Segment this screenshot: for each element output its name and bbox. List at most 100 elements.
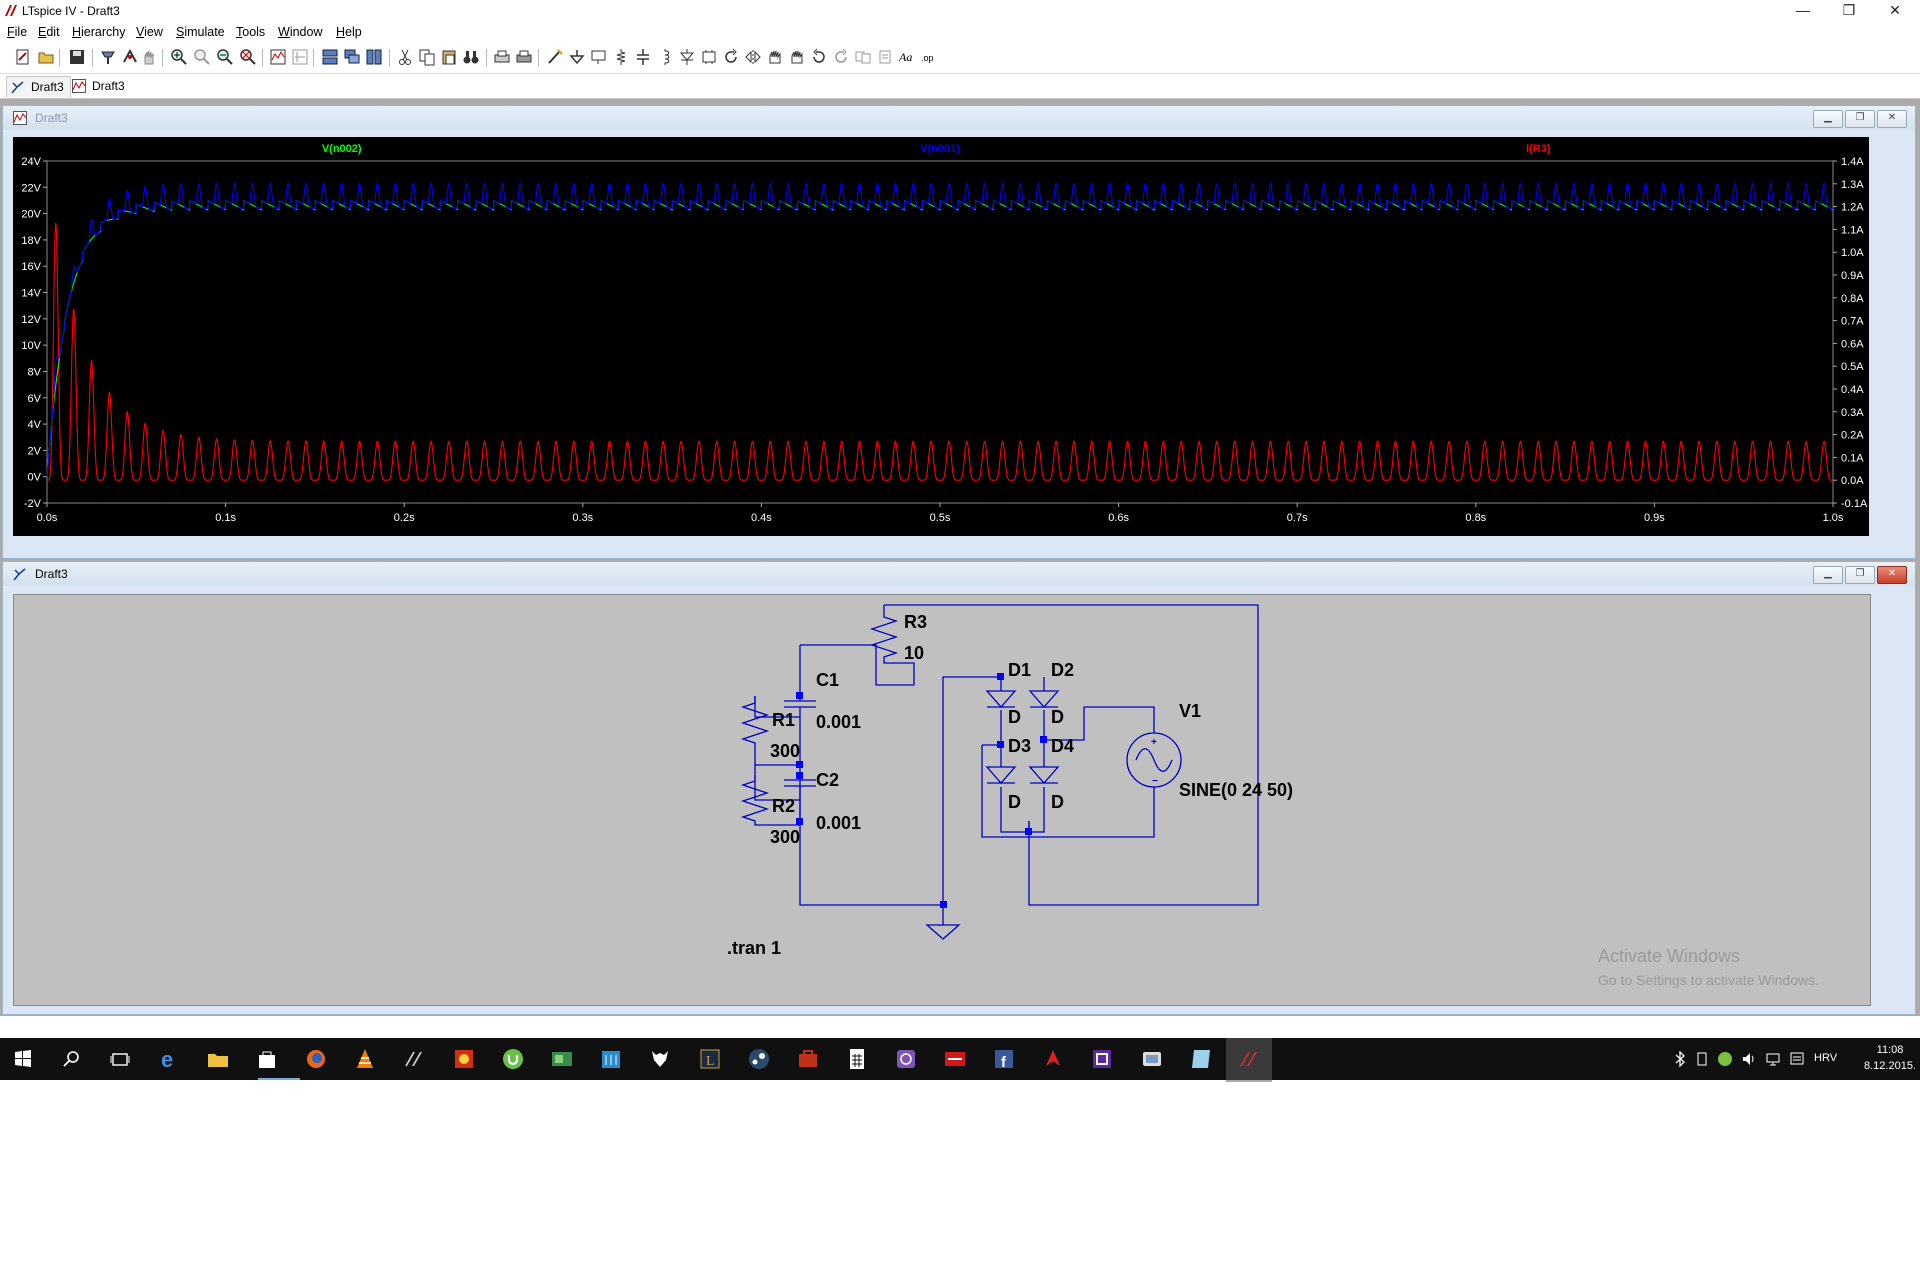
firefox-icon[interactable] [303,1046,329,1072]
paste-icon[interactable] [440,48,458,66]
copy-icon[interactable] [418,48,436,66]
waveform-window-titlebar[interactable]: Draft3 ▁ ❐ ✕ [3,106,1915,130]
tablet-app-icon[interactable] [1139,1046,1165,1072]
store-icon[interactable] [254,1046,280,1072]
clock-date[interactable]: 8.12.2015. [1864,1060,1916,1072]
wolf-app-icon[interactable] [647,1046,673,1072]
windows-start-icon[interactable] [10,1046,36,1072]
network-icon[interactable] [1765,1051,1781,1067]
move-hand-icon[interactable] [788,48,806,66]
r1-resistor[interactable] [740,696,800,766]
calculator-icon[interactable] [844,1046,870,1072]
halt-hand-icon[interactable] [140,48,158,66]
close-button[interactable]: ✕ [1889,2,1901,18]
menu-tools[interactable]: Tools [236,25,265,39]
tran-directive[interactable]: .tran 1 [727,938,781,958]
league-icon[interactable]: L [697,1046,723,1072]
cascade-icon[interactable] [343,48,361,66]
inductor-icon[interactable] [656,48,674,66]
zoom-in-icon[interactable] [170,48,188,66]
red-app-icon[interactable] [942,1046,968,1072]
cut-icon[interactable] [396,48,414,66]
tile-horizontal-icon[interactable] [321,48,339,66]
autorange-icon[interactable] [269,48,287,66]
control-panel-icon[interactable] [99,48,117,66]
child-close-button[interactable]: ✕ [1877,110,1907,128]
facebook-icon[interactable]: f [991,1046,1017,1072]
calendar-app-icon[interactable] [598,1046,624,1072]
draw-wire-icon[interactable] [546,48,564,66]
new-schematic-icon[interactable] [14,48,32,66]
bluetooth-icon[interactable] [1673,1051,1687,1067]
vlc-icon[interactable] [352,1046,378,1072]
purple-app-icon[interactable] [1089,1046,1115,1072]
task-view-icon[interactable] [107,1046,133,1072]
print-icon[interactable] [515,48,533,66]
label-net-icon[interactable] [590,48,608,66]
spice-directive-icon[interactable]: .op [920,48,938,66]
child-minimize-button[interactable]: ▁ [1813,110,1843,128]
viber-icon[interactable] [893,1046,919,1072]
maximize-button[interactable]: ❐ [1842,2,1856,18]
tile-vertical-icon[interactable] [365,48,383,66]
d4-diode[interactable] [1028,766,1060,784]
menu-help[interactable]: Help [336,25,362,39]
clock-time[interactable]: 11:08 [1876,1044,1904,1056]
run-icon[interactable] [121,48,139,66]
d3-diode[interactable] [985,766,1017,784]
diode-icon[interactable] [678,48,696,66]
schematic-canvas[interactable]: + − R3 10 R1 300 C1 [13,594,1871,1006]
schematic-window-titlebar[interactable]: Draft3 ▁ ❐ ✕ [3,562,1915,586]
edge-browser-icon[interactable]: e [157,1046,183,1072]
text-icon[interactable]: Aa [898,48,916,66]
notes-app-icon[interactable] [1188,1046,1214,1072]
app-red-icon[interactable] [451,1046,477,1072]
usb-device-icon[interactable] [1695,1051,1709,1067]
mirror-icon[interactable] [744,48,762,66]
menu-simulate[interactable]: Simulate [176,25,225,39]
copy-paste-icon[interactable] [876,48,894,66]
cursor-icon[interactable] [291,48,309,66]
file-explorer-icon[interactable] [205,1046,231,1072]
find-binoculars-icon[interactable] [462,48,480,66]
v1-voltage-source[interactable]: + − [1126,725,1182,795]
zoom-out-icon[interactable] [216,48,234,66]
d2-diode[interactable] [1028,690,1060,708]
child-close-button[interactable]: ✕ [1877,566,1907,584]
child-restore-button[interactable]: ❐ [1845,110,1875,128]
tab-schematic-draft3[interactable]: Draft3 [6,76,71,97]
action-center-icon[interactable] [1789,1051,1805,1067]
save-icon[interactable] [68,48,86,66]
component-icon[interactable] [700,48,718,66]
drag-hand-icon[interactable] [766,48,784,66]
r2-resistor[interactable] [740,765,800,826]
schematic-drawing[interactable]: + − R3 10 R1 300 C1 [14,595,1870,1005]
acrobat-icon[interactable] [1040,1046,1066,1072]
c1-capacitor[interactable] [784,700,816,721]
volume-icon[interactable] [1741,1051,1757,1067]
undo-icon[interactable] [810,48,828,66]
active-taskbar-item[interactable] [1226,1038,1272,1082]
waveform-chart[interactable]: 24V22V20V18V16V14V12V10V8V6V4V2V0V-2V1.4… [13,137,1869,536]
utorrent-icon[interactable] [500,1046,526,1072]
open-folder-icon[interactable] [37,48,55,66]
ltspice-taskbar-icon[interactable] [401,1046,427,1072]
capacitor-icon[interactable] [634,48,652,66]
menu-view[interactable]: View [136,25,163,39]
green-tray-icon[interactable] [1717,1051,1733,1067]
r3-resistor[interactable] [869,605,915,685]
ground-icon[interactable] [568,48,586,66]
menu-file[interactable]: File [7,25,27,39]
zoom-fit-icon[interactable] [239,48,257,66]
steam-icon[interactable] [746,1046,772,1072]
search-icon[interactable] [59,1046,85,1072]
child-minimize-button[interactable]: ▁ [1813,566,1843,584]
redo-icon[interactable] [832,48,850,66]
rotate-icon[interactable] [722,48,740,66]
briefcase-app-icon[interactable] [795,1046,821,1072]
minimize-button[interactable]: — [1796,2,1810,18]
pan-zoom-icon[interactable] [193,48,211,66]
print-setup-icon[interactable] [493,48,511,66]
menu-hierarchy[interactable]: Hierarchy [72,25,126,39]
resistor-icon[interactable] [612,48,630,66]
